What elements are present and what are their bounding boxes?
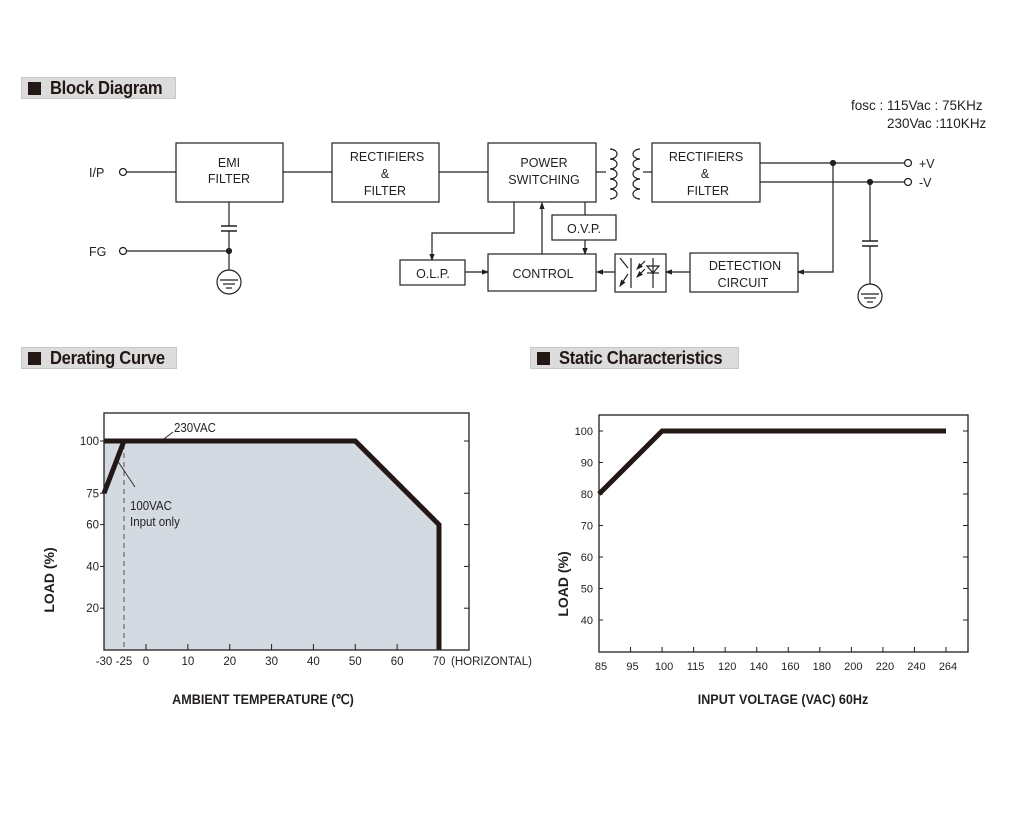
circuit-label: CIRCUIT <box>718 276 769 290</box>
x-tick-label: 200 <box>844 661 862 673</box>
annotation-leader <box>159 431 174 443</box>
detection-label: DETECTION <box>709 259 781 273</box>
square-bullet-icon <box>537 351 550 365</box>
square-bullet-icon <box>28 81 41 95</box>
y-tick-label: 75 <box>86 488 99 500</box>
y-axis-title: LOAD (%) <box>41 547 57 612</box>
minus-v-label: -V <box>919 176 932 190</box>
olp-label: O.L.P. <box>416 267 450 281</box>
y-tick-label: 20 <box>86 603 99 615</box>
annotation-100vac: 100VAC <box>130 499 172 514</box>
y-tick-label: 40 <box>581 615 593 627</box>
y-tick-label: 60 <box>581 552 593 564</box>
x-tick-label: 120 <box>718 661 736 673</box>
x-suffix-label: (HORIZONTAL) <box>451 656 532 668</box>
x-tick-label: 30 <box>265 656 278 668</box>
minus-v-terminal-icon <box>903 177 913 187</box>
y-tick-label: 100 <box>575 426 593 438</box>
filter-label: FILTER <box>687 184 729 198</box>
capacitor-icon <box>862 240 878 247</box>
wire-feedback <box>796 163 834 275</box>
x-tick-label: 10 <box>181 656 194 668</box>
x-tick-label: 95 <box>626 661 638 673</box>
ovp-block <box>551 214 617 241</box>
ovp-label: O.V.P. <box>567 222 601 236</box>
static-characteristics-chart: 40 50 60 70 80 90 100 85 95 100 115 120 140 160 180 20… <box>555 414 969 707</box>
rectifiers-label: RECTIFIERS <box>669 150 743 164</box>
x-tick-label: 50 <box>349 656 362 668</box>
wire <box>429 202 515 262</box>
y-tick-label: 70 <box>581 521 593 533</box>
capacitor-icon <box>221 225 237 232</box>
y-axis-title: LOAD (%) <box>555 551 571 616</box>
ground-icon <box>216 269 242 295</box>
emi-filter-label: EMI <box>218 156 240 170</box>
annotation-leader <box>116 459 136 488</box>
block-diagram-header: Block Diagram <box>21 77 176 99</box>
x-tick-label: 0 <box>143 656 149 668</box>
power-label: POWER <box>520 156 567 170</box>
optocoupler-icon <box>614 253 667 293</box>
plus-v-label: +V <box>919 157 935 171</box>
section-title: Block Diagram <box>50 77 163 98</box>
x-tick-label: 115 <box>687 661 705 673</box>
x-tick-label: 85 <box>595 661 607 673</box>
annotation-input-only: Input only <box>130 515 180 530</box>
series-230vac-line <box>104 438 442 650</box>
y-tick-label: 80 <box>581 489 593 501</box>
x-tick-label: -30 <box>96 656 113 668</box>
rectifiers-filter-output-block <box>651 142 761 203</box>
y-tick-label: 50 <box>581 584 593 596</box>
x-tick-label: -25 <box>116 656 133 668</box>
plus-v-terminal-icon <box>903 158 913 168</box>
x-tick-label: 100 <box>655 661 673 673</box>
transformer-icon <box>609 148 641 200</box>
series-100vac-line <box>101 440 127 495</box>
x-tick-label: 160 <box>781 661 799 673</box>
rectifiers-label: RECTIFIERS <box>350 150 424 164</box>
x-tick-label: 60 <box>391 656 404 668</box>
derating-curve-chart: 20 40 60 75 100 -30-25 0 10 20 30 40 50 60 70 230VAC… <box>41 412 532 707</box>
x-tick-label: 70 <box>433 656 446 668</box>
fg-terminal-icon <box>118 246 128 256</box>
section-title: Static Characteristics <box>559 347 723 368</box>
derating-curve-header: Derating Curve <box>21 347 177 369</box>
y-tick-label: 40 <box>86 561 99 573</box>
x-tick-label: 264 <box>939 661 957 673</box>
x-axis-title: AMBIENT TEMPERATURE (℃) <box>172 691 354 707</box>
annotation-230vac: 230VAC <box>174 421 216 436</box>
x-tick-label: 20 <box>223 656 236 668</box>
load-series-line <box>597 428 946 496</box>
ampersand-label: & <box>381 167 390 181</box>
x-axis-title: INPUT VOLTAGE (VAC) 60Hz <box>698 691 869 707</box>
ip-terminal-icon <box>118 167 128 177</box>
ground-icon <box>857 283 883 309</box>
x-tick-label: 240 <box>907 661 925 673</box>
fosc-line-2: 230Vac :110KHz <box>887 116 987 131</box>
derating-area <box>104 441 439 650</box>
plot-frame <box>598 414 969 653</box>
section-title: Derating Curve <box>50 347 165 368</box>
fosc-line-1: fosc : 115Vac : 75KHz <box>851 98 983 113</box>
ip-terminal-label: I/P <box>89 166 104 180</box>
switching-label: SWITCHING <box>508 173 580 187</box>
x-tick-label: 140 <box>750 661 768 673</box>
fg-terminal-label: FG <box>89 245 106 259</box>
square-bullet-icon <box>28 351 41 365</box>
emi-filter-label: FILTER <box>208 172 250 186</box>
y-tick-label: 90 <box>581 458 593 470</box>
static-characteristics-header: Static Characteristics <box>530 347 739 369</box>
y-tick-label: 60 <box>86 520 99 532</box>
x-tick-label: 180 <box>813 661 831 673</box>
junction-dot <box>225 247 233 255</box>
block-diagram: fosc : 115Vac : 75KHz 230Vac :110KHz I/P… <box>89 98 987 309</box>
plot-frame <box>103 412 470 651</box>
control-label: CONTROL <box>512 267 573 281</box>
filter-label: FILTER <box>364 184 406 198</box>
x-tick-label: 220 <box>876 661 894 673</box>
y-tick-label: 100 <box>80 436 99 448</box>
ampersand-label: & <box>701 167 710 181</box>
x-tick-label: 40 <box>307 656 320 668</box>
